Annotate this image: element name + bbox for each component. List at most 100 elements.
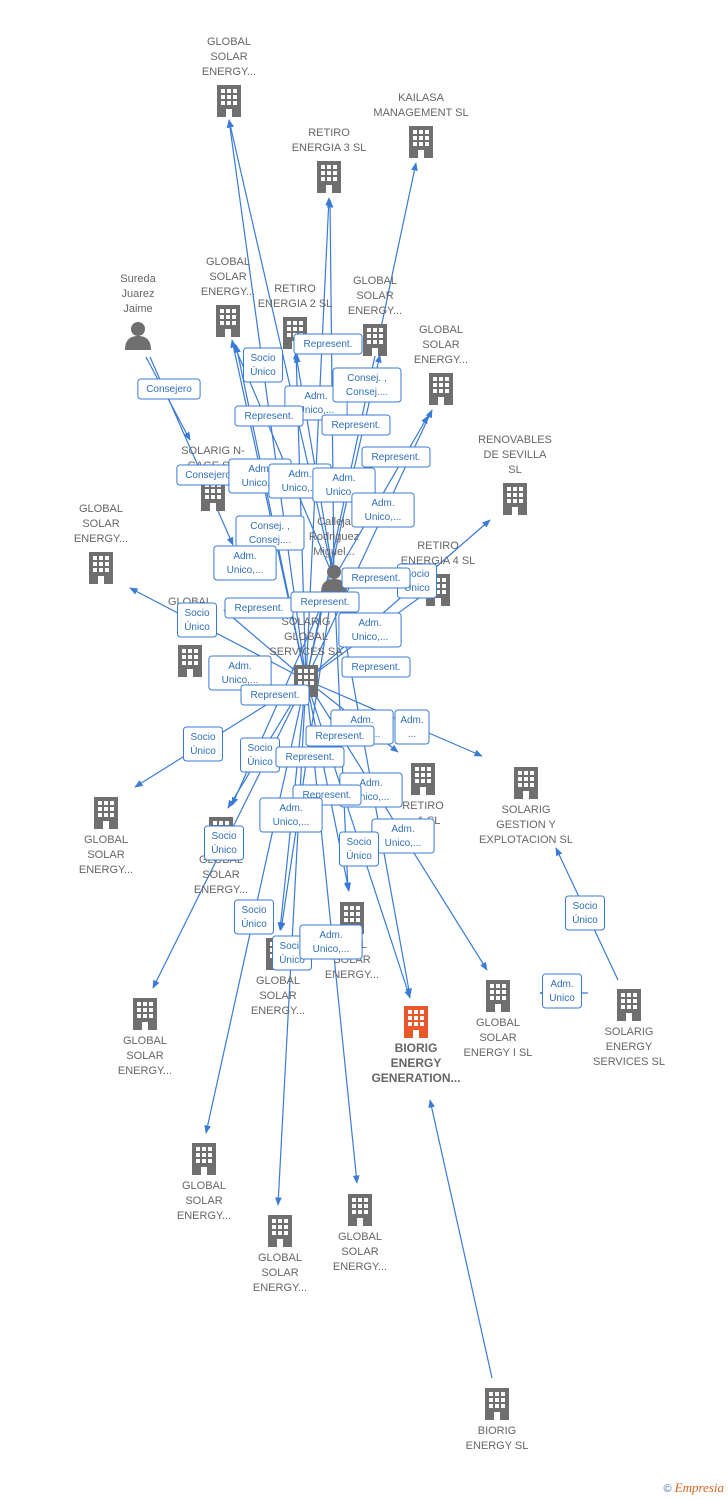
- node-label-line: BIORIG: [478, 1425, 517, 1437]
- person-icon: [125, 322, 151, 350]
- edge-label[interactable]: Adm.Unico,...: [213, 545, 277, 581]
- node-gse-3[interactable]: GLOBALSOLARENERGY...: [348, 275, 402, 356]
- edge-label[interactable]: Adm.Unico,...: [299, 924, 363, 960]
- edge-label[interactable]: Consej. ,Consej....: [235, 515, 305, 551]
- node-label-line: Sureda: [120, 273, 156, 285]
- edge-label[interactable]: Adm.Unico: [542, 973, 582, 1009]
- edge-label[interactable]: Adm.Unico,...: [208, 655, 272, 691]
- edge-label-text: Adm.: [358, 618, 381, 629]
- node-label-line: ENERGY...: [253, 1282, 307, 1294]
- node-gse-mid2[interactable]: GLOBALSOLARENERGY...: [251, 938, 305, 1017]
- edge-label-text: Represent.: [251, 690, 300, 701]
- edge-label-text: Único: [279, 953, 305, 966]
- edge-label-text: Represent.: [332, 420, 381, 431]
- node-retiro1[interactable]: RETIRO... 1 SL: [402, 763, 444, 827]
- node-label-line: SOLAR: [126, 1050, 163, 1062]
- node-label-line: ENERGY...: [333, 1261, 387, 1273]
- node-gse-b3[interactable]: GLOBALSOLARENERGY...: [253, 1215, 307, 1294]
- edge-label-text: Unico,...: [282, 483, 319, 494]
- node-biorig-gen[interactable]: BIORIGENERGYGENERATION...: [371, 1006, 461, 1085]
- edge-label[interactable]: Represent.: [240, 684, 310, 706]
- node-label-line: RETIRO: [308, 127, 350, 139]
- node-gse-left3[interactable]: GLOBALSOLARENERGY...: [79, 797, 133, 876]
- node-label-line: GLOBAL: [207, 36, 251, 48]
- node-gse-b2[interactable]: GLOBALSOLARENERGY...: [177, 1143, 231, 1222]
- edge-label[interactable]: Represent.: [293, 333, 363, 355]
- node-label-line: GLOBAL: [206, 256, 250, 268]
- edge-label-text: Único: [250, 365, 276, 378]
- edge-label[interactable]: Represent.: [224, 597, 294, 619]
- edge-label[interactable]: Represent.: [341, 656, 411, 678]
- node-gse-b1[interactable]: GLOBAL SOLAR ENERGY...: [118, 998, 172, 1077]
- edge-label[interactable]: Adm....: [394, 709, 430, 745]
- node-label-line: GLOBAL: [123, 1035, 167, 1047]
- building-icon: [89, 552, 113, 584]
- edge-label-text: Único: [241, 917, 267, 930]
- edge-label-text: Adm.: [248, 464, 271, 475]
- node-label-line: ENERGY...: [118, 1065, 172, 1077]
- edge-label[interactable]: Represent.: [305, 725, 375, 747]
- building-icon: [411, 763, 435, 795]
- edge-label[interactable]: Adm.Unico,...: [259, 797, 323, 833]
- edge-label-box: [361, 446, 431, 468]
- brand-logo[interactable]: Empresia: [674, 1480, 724, 1495]
- node-calleja[interactable]: CallejaRodriguezMiguel...: [309, 516, 359, 593]
- edge-label-box: [213, 545, 277, 581]
- node-gse-b4[interactable]: GLOBALSOLARENERGY...: [333, 1194, 387, 1273]
- building-icon: [404, 1006, 428, 1038]
- edge-label[interactable]: Represent.: [341, 567, 411, 589]
- building-icon: [429, 373, 453, 405]
- building-icon: [94, 797, 118, 829]
- node-label-line: DE SEVILLA: [484, 449, 548, 461]
- building-icon: [363, 324, 387, 356]
- edge-label[interactable]: Represent.: [361, 446, 431, 468]
- building-icon: [217, 85, 241, 117]
- edge-label[interactable]: Represent.: [275, 746, 345, 768]
- edge-label-text: Consej. ,: [250, 521, 289, 532]
- edge-label-text: Consejero: [146, 384, 192, 395]
- node-gse-left1[interactable]: GLOBALSOLARENERGY...: [74, 503, 128, 584]
- edge-label-text: Adm.: [400, 715, 423, 726]
- edge-label-box: [240, 684, 310, 706]
- node-gse-top[interactable]: GLOBALSOLARENERGY...: [202, 36, 256, 117]
- edge-label-text: Socio: [247, 743, 272, 754]
- edge-label[interactable]: Represent.: [321, 414, 391, 436]
- edge-label-text: Represent.: [235, 603, 284, 614]
- edge-label[interactable]: Consej. ,Consej....: [332, 367, 402, 403]
- node-gse-4[interactable]: GLOBALSOLARENERGY...: [414, 324, 468, 405]
- edge-label-box: [338, 612, 402, 648]
- node-gse-2[interactable]: GLOBALSOLARENERGY...: [201, 256, 255, 337]
- edge-label[interactable]: Represent.: [234, 405, 304, 427]
- node-label-line: RETIRO: [417, 540, 459, 552]
- edge-label[interactable]: Adm.Unico,...: [371, 818, 435, 854]
- edge-label[interactable]: Consejero: [137, 378, 201, 400]
- edge-label-text: Socio: [211, 831, 236, 842]
- edge-label[interactable]: Adm.Unico,...: [351, 492, 415, 528]
- edge-label-box: [204, 825, 244, 861]
- edge-label-box: [183, 726, 223, 762]
- edge-label-text: Represent.: [304, 339, 353, 350]
- edge-label-text: Adm.: [350, 715, 373, 726]
- edge-label[interactable]: Represent.: [290, 591, 360, 613]
- edge-label[interactable]: Adm.Unico,...: [338, 612, 402, 648]
- edge-label-box: [177, 602, 217, 638]
- node-label-line: RETIRO: [402, 800, 444, 812]
